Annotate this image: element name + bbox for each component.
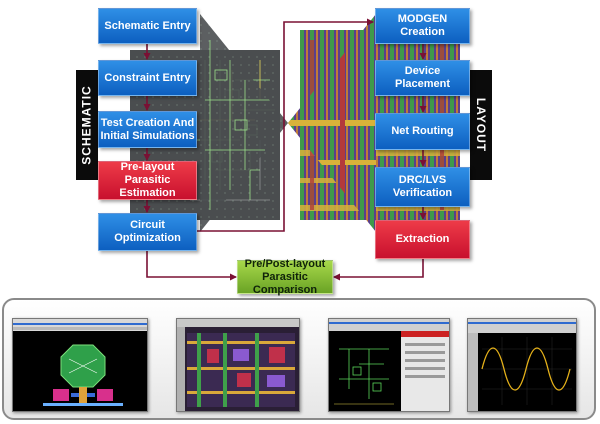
step-label: Constraint Entry xyxy=(104,71,191,84)
step-pre-layout-estimation: Pre-layout Parasitic Estimation xyxy=(98,161,197,200)
arrow-optimization-to-modgen xyxy=(197,18,374,232)
schematic-editor-graphic xyxy=(329,319,449,411)
step-parasitic-comparison: Pre/Post-layout Parasitic Comparison xyxy=(237,257,333,296)
layout-routing-screenshot xyxy=(176,318,300,412)
step-label: Pre-layout Parasitic Estimation xyxy=(119,161,176,199)
layout-tab-label: LAYOUT xyxy=(470,70,492,180)
flow-arrows xyxy=(143,18,427,281)
design-flow-diagram: SCHEMATIC LAYOUT Schematic Entry Con xyxy=(76,8,492,296)
step-test-creation: Test Creation And Initial Simulations xyxy=(98,111,197,148)
waveform-viewer-graphic xyxy=(468,319,576,411)
step-label: DRC/LVS Verification xyxy=(392,174,453,199)
step-schematic-entry: Schematic Entry xyxy=(98,8,197,44)
schematic-tab-label: SCHEMATIC xyxy=(76,70,98,180)
arrow-extraction-to-comparison xyxy=(333,259,424,281)
step-extraction: Extraction xyxy=(375,220,470,259)
step-device-placement: Device Placement xyxy=(375,60,470,96)
schematic-editor-screenshot xyxy=(328,318,450,412)
step-label: Device Placement xyxy=(394,65,451,90)
step-net-routing: Net Routing xyxy=(375,113,470,150)
step-modgen-creation: MODGEN Creation xyxy=(375,8,470,44)
arrow-optimization-to-comparison xyxy=(146,251,237,281)
step-circuit-optimization: Circuit Optimization xyxy=(98,213,197,251)
step-label: Extraction xyxy=(395,233,450,245)
step-label: Schematic Entry xyxy=(104,19,191,32)
step-label: Net Routing xyxy=(391,125,454,137)
screenshot-strip xyxy=(2,298,596,420)
step-constraint-entry: Constraint Entry xyxy=(98,60,197,96)
step-drc-lvs-verification: DRC/LVS Verification xyxy=(375,167,470,207)
step-label: Circuit Optimization xyxy=(114,219,181,244)
waveform-viewer-screenshot xyxy=(467,318,577,412)
layout-view-graphic xyxy=(13,319,147,406)
layout-routing-graphic xyxy=(177,319,299,411)
step-label: MODGEN Creation xyxy=(397,13,448,38)
layout-view-screenshot xyxy=(12,318,148,412)
step-label: Test Creation And Initial Simulations xyxy=(100,116,195,142)
step-label: Pre/Post-layout Parasitic Comparison xyxy=(244,257,326,296)
